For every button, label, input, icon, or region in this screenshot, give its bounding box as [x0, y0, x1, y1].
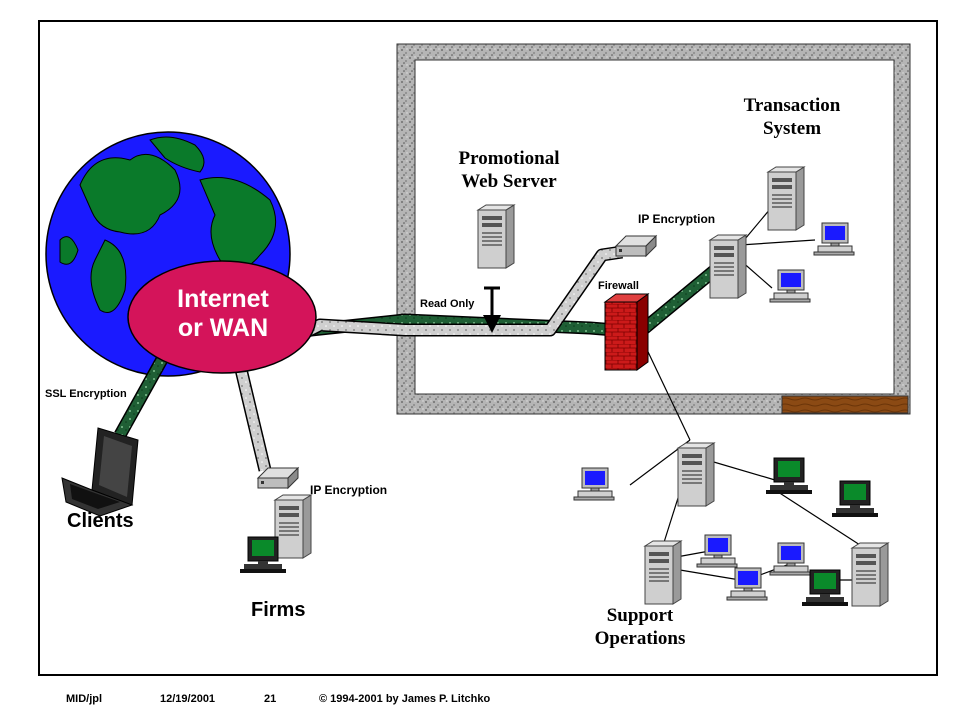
ip-encryption-firms-label: IP Encryption: [310, 483, 388, 497]
transaction-gateway-server-icon: [709, 234, 747, 299]
internet-label: Internet or WAN: [163, 285, 283, 336]
transaction-system-label-line2: System: [762, 118, 822, 139]
support-label-line2: Operations: [594, 628, 686, 649]
ip-encryption-top-label: IP Encryption: [638, 212, 716, 226]
support-pc-icon: [769, 542, 811, 576]
clients-label: Clients: [67, 510, 134, 532]
support-pc-icon: [696, 534, 738, 568]
transaction-system-label: Transaction System: [736, 94, 848, 140]
laptop-icon: [61, 427, 139, 517]
support-pc-icon: [573, 467, 615, 501]
support-server-icon: [644, 540, 682, 605]
firms-server-icon: [274, 494, 312, 559]
firewall-icon: [603, 293, 650, 371]
footer-page: 21: [264, 693, 277, 705]
support-pc-icon: [831, 480, 879, 518]
footer-id: MID/jpl: [66, 693, 103, 705]
firms-router-icon: [257, 467, 299, 489]
footer-date: 12/19/2001: [160, 693, 216, 705]
transaction-system-label-line1: Transaction: [743, 95, 841, 116]
internet-label-line1: Internet: [177, 285, 269, 313]
promotional-label-line2: Web Server: [461, 171, 557, 192]
transaction-server-icon: [767, 166, 805, 231]
ssl-encryption-label: SSL Encryption: [45, 388, 127, 400]
promotional-label-line1: Promotional: [458, 148, 560, 169]
firms-label: Firms: [251, 599, 306, 621]
internet-oval: [127, 260, 317, 374]
slide-frame: [38, 20, 938, 676]
support-hub-server-icon: [677, 442, 715, 507]
promotional-server-icon: [477, 204, 515, 269]
support-server-icon: [851, 542, 889, 607]
support-pc-icon: [765, 457, 813, 495]
support-pc-icon: [726, 567, 768, 601]
read-only-arrow: [483, 286, 501, 333]
support-operations-label: Support Operations: [580, 604, 700, 650]
footer-copyright: © 1994-2001 by James P. Litchko: [319, 693, 491, 705]
support-label-line1: Support: [606, 605, 674, 626]
read-only-label: Read Only: [420, 298, 475, 310]
promotional-web-server-label: Promotional Web Server: [440, 147, 578, 193]
firewall-label: Firewall: [598, 280, 639, 292]
internet-label-line2: or WAN: [177, 314, 269, 336]
door: [781, 395, 909, 414]
